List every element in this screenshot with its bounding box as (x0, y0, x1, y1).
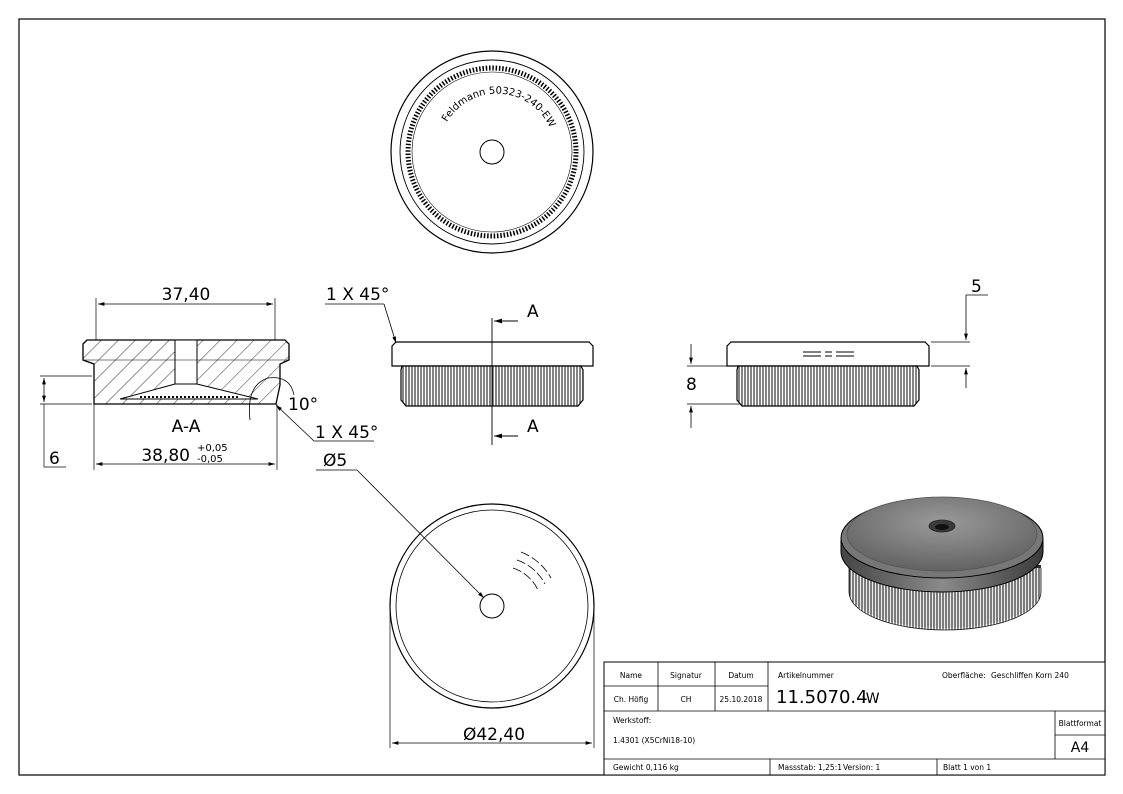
tb-header-signatur: Signatur (670, 671, 703, 680)
tb-header-artikel: Artikelnummer (778, 671, 835, 680)
tb-werkstoff: 1.4301 (X5CrNi18-10) (613, 736, 695, 745)
top-view: Feldmann 50323-240-EW (390, 50, 594, 254)
tb-blattformat-label: Blattformat (1059, 719, 1102, 728)
dim-angle: 10° (288, 395, 318, 415)
section-mark-top: A (527, 302, 539, 322)
section-mark-bottom: A (527, 417, 539, 437)
bottom-view: Ø5 Ø42,40 (316, 451, 595, 748)
dim-top-width: 37,40 (162, 285, 211, 305)
isometric-view (840, 496, 1044, 631)
tb-datum: 25.10.2018 (720, 695, 763, 704)
tb-name: Ch. Höfig (614, 695, 649, 704)
dim-hole-dia: Ø5 (323, 451, 347, 471)
dim-bottom-width: 38,80 (141, 446, 190, 466)
engraving-text: Feldmann 50323-240-EW (440, 86, 557, 130)
side-view: 8 5 (686, 277, 988, 428)
tb-version: Version: 1 (843, 763, 880, 772)
dim-tol-minus: -0,05 (197, 454, 223, 465)
tb-massstab: Massstab: 1,25:1 (778, 763, 842, 772)
tb-signatur: CH (681, 695, 692, 704)
tb-blattformat: A4 (1071, 740, 1090, 756)
title-block: Name Signatur Datum Artikelnummer Oberfl… (603, 661, 1106, 776)
dim-height-cap: 5 (971, 277, 982, 297)
dim-height-knurl: 8 (686, 375, 697, 395)
dim-height-left: 6 (49, 449, 60, 469)
section-view: 37,40 A-A 38,80 +0,05 -0,05 6 10° 1 X 45… (40, 285, 378, 470)
tb-oberflaeche-label: Oberfläche: (942, 671, 986, 680)
front-view: A A 1 X 45° (325, 285, 594, 445)
section-label: A-A (172, 417, 201, 437)
dim-tol-plus: +0,05 (197, 443, 228, 454)
dim-chamfer-side: 1 X 45° (315, 423, 378, 443)
tb-blatt: Blatt 1 von 1 (943, 763, 991, 772)
tb-header-name: Name (620, 671, 643, 680)
drawing-frame (18, 18, 1106, 776)
tb-header-datum: Datum (728, 671, 753, 680)
dim-outer-dia: Ø42,40 (463, 725, 525, 745)
dim-chamfer-front: 1 X 45° (326, 285, 389, 305)
tb-artikel: 11.5070.4 (776, 687, 868, 708)
tb-gewicht: Gewicht 0,116 kg (613, 763, 679, 772)
tb-artikel-suffix: :W (861, 691, 880, 707)
tb-werkstoff-label: Werkstoff: (613, 716, 651, 725)
tb-oberflaeche-value: Geschliffen Korn 240 (991, 671, 1069, 680)
